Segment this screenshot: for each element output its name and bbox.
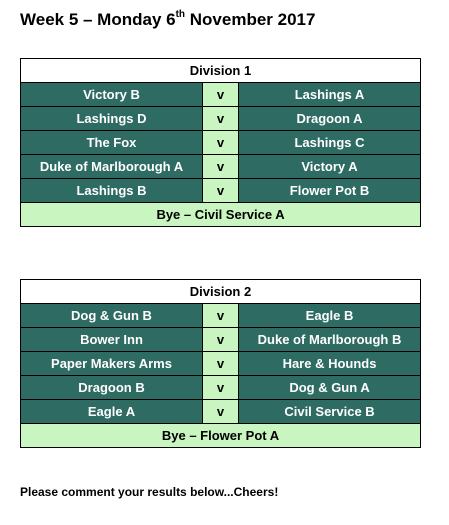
- fixture-row: Dragoon B v Dog & Gun A: [20, 375, 422, 400]
- away-team: Lashings C: [237, 130, 422, 155]
- away-team: Dragoon A: [237, 106, 422, 131]
- versus-label: v: [202, 327, 239, 352]
- home-team: Dragoon B: [20, 375, 203, 400]
- versus-label: v: [202, 106, 239, 131]
- fixture-row: Dog & Gun B v Eagle B: [20, 303, 422, 328]
- page-title: Week 5 – Monday 6th November 2017: [20, 9, 316, 30]
- home-team: Eagle A: [20, 399, 203, 424]
- division-2-table: Division 2 Dog & Gun B v Eagle B Bower I…: [19, 279, 422, 448]
- versus-label: v: [202, 303, 239, 328]
- fixture-row: Lashings D v Dragoon A: [20, 106, 422, 131]
- home-team: Duke of Marlborough A: [20, 154, 203, 179]
- away-team: Flower Pot B: [237, 178, 422, 203]
- home-team: Dog & Gun B: [20, 303, 203, 328]
- footer-note: Please comment your results below...Chee…: [20, 485, 279, 499]
- division-heading: Division 1: [19, 58, 422, 83]
- versus-label: v: [202, 375, 239, 400]
- home-team: Bower Inn: [20, 327, 203, 352]
- away-team: Lashings A: [237, 82, 422, 107]
- bye-row: Bye – Civil Service A: [19, 202, 422, 227]
- versus-label: v: [202, 130, 239, 155]
- versus-label: v: [202, 399, 239, 424]
- versus-label: v: [202, 154, 239, 179]
- away-team: Victory A: [237, 154, 422, 179]
- home-team: Paper Makers Arms: [20, 351, 203, 376]
- division-heading: Division 2: [19, 279, 422, 304]
- fixture-row: Bower Inn v Duke of Marlborough B: [20, 327, 422, 352]
- fixture-row: Victory B v Lashings A: [20, 82, 422, 107]
- home-team: Lashings B: [20, 178, 203, 203]
- home-team: Lashings D: [20, 106, 203, 131]
- versus-label: v: [202, 178, 239, 203]
- away-team: Eagle B: [237, 303, 422, 328]
- fixture-row: Eagle A v Civil Service B: [20, 399, 422, 424]
- fixture-row: Paper Makers Arms v Hare & Hounds: [20, 351, 422, 376]
- fixture-row: Duke of Marlborough A v Victory A: [20, 154, 422, 179]
- division-1-table: Division 1 Victory B v Lashings A Lashin…: [19, 58, 422, 227]
- title-superscript: th: [175, 9, 186, 21]
- home-team: The Fox: [20, 130, 203, 155]
- fixture-row: Lashings B v Flower Pot B: [20, 178, 422, 203]
- versus-label: v: [202, 82, 239, 107]
- title-main: Week 5 – Monday 6: [20, 10, 176, 29]
- bye-row: Bye – Flower Pot A: [19, 423, 422, 448]
- away-team: Dog & Gun A: [237, 375, 422, 400]
- away-team: Hare & Hounds: [237, 351, 422, 376]
- fixture-row: The Fox v Lashings C: [20, 130, 422, 155]
- away-team: Civil Service B: [237, 399, 422, 424]
- away-team: Duke of Marlborough B: [237, 327, 422, 352]
- versus-label: v: [202, 351, 239, 376]
- home-team: Victory B: [20, 82, 203, 107]
- title-date: November 2017: [185, 10, 316, 29]
